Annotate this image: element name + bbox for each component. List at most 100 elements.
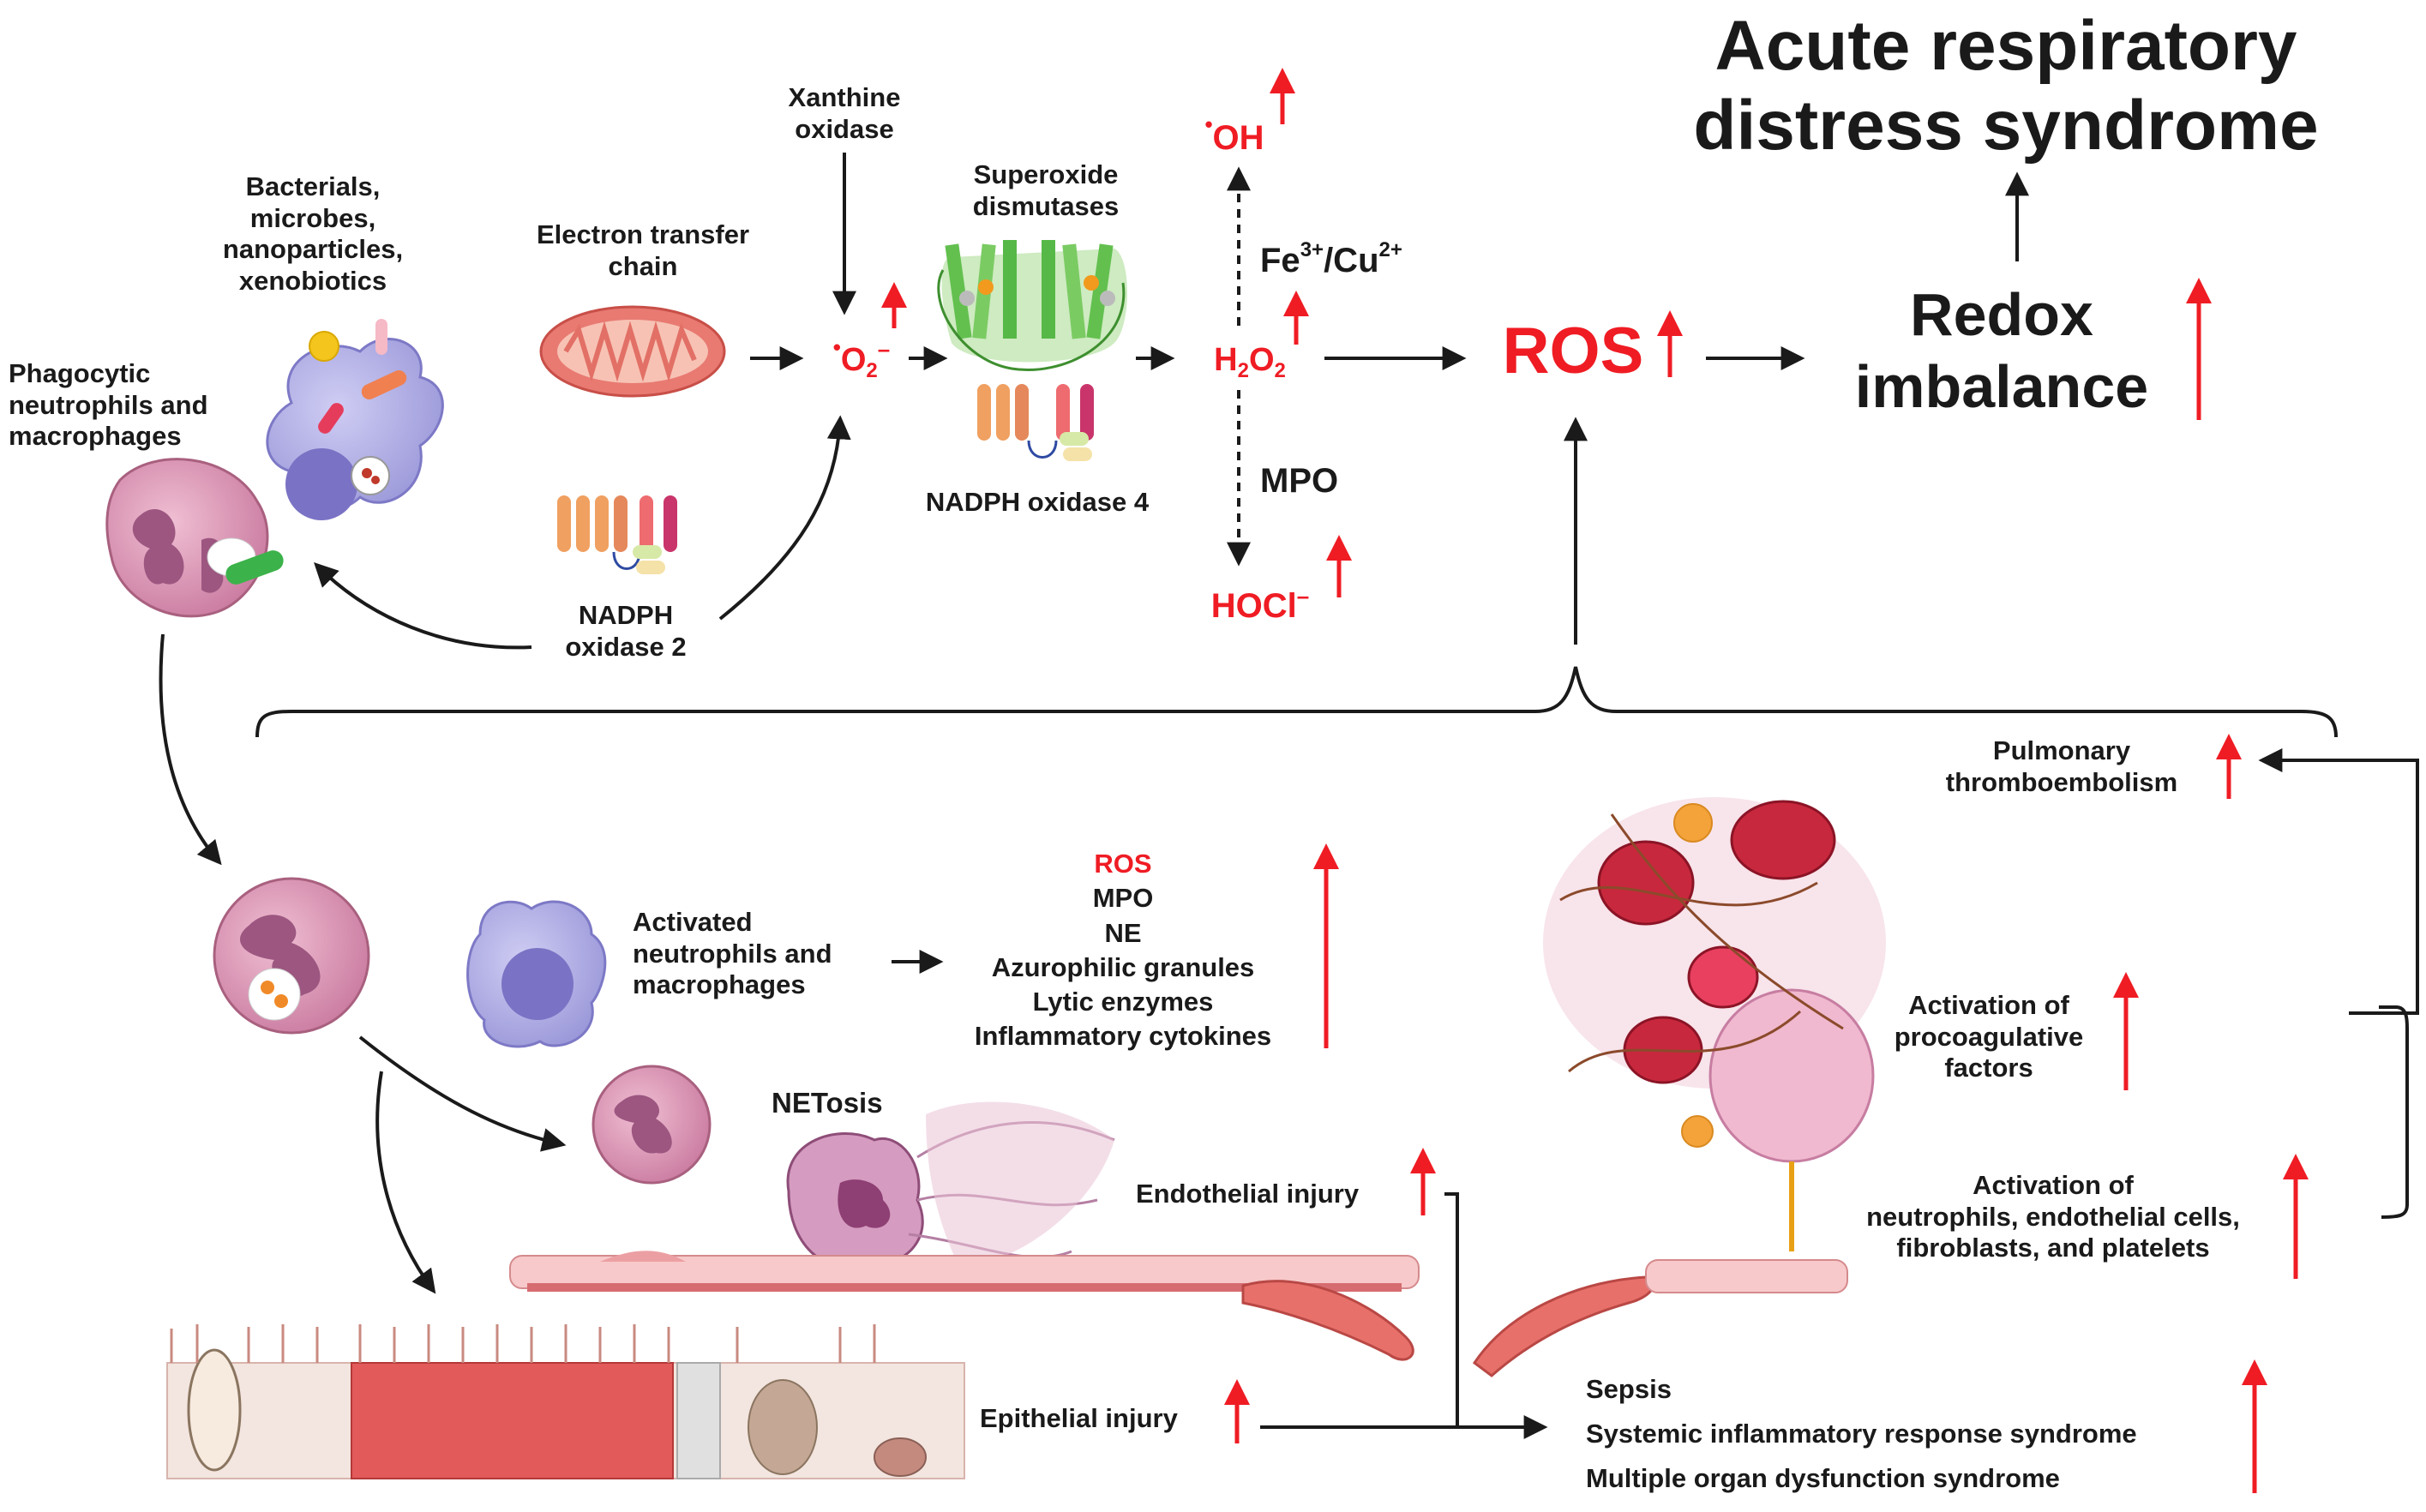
outcome-sepsis: Sepsis	[1586, 1374, 1672, 1404]
hocl-text: HOCl	[1210, 587, 1297, 625]
neutrophil-cell	[213, 877, 370, 1035]
epithelium	[166, 1324, 965, 1479]
superoxide-sup: –	[877, 336, 891, 362]
netosis-label: NETosis	[772, 1087, 883, 1119]
bacteria-line2: microbes,	[249, 202, 376, 233]
h2o2-sub2: 2	[1274, 359, 1286, 382]
arrow-nox2-to-phagocytes	[314, 562, 532, 650]
curly-brace	[255, 666, 2338, 738]
h2o2-o: O	[1248, 342, 1275, 378]
outcome-mods: Multiple organ dysfunction syndrome	[1586, 1463, 2060, 1494]
procoag-line3: factors	[1944, 1053, 2033, 1083]
netosis-cell	[786, 1101, 1115, 1269]
product-cytokines: Inflammatory cytokines	[974, 1021, 1272, 1052]
activated-line1: Activated	[633, 907, 753, 937]
superoxide-label: •O2–	[810, 334, 913, 383]
phagocyte-neutrophil	[105, 458, 284, 618]
sod-line1: Superoxide	[973, 159, 1119, 189]
superoxide-sub: 2	[866, 359, 878, 382]
metals-fe: Fe	[1260, 242, 1300, 279]
endothelial-injury-label: Endothelial injury	[1136, 1179, 1360, 1209]
nox2-line1: NADPH	[578, 600, 674, 630]
redox-label: Redox imbalance	[1817, 279, 2186, 423]
phagocyte-macrophage	[266, 319, 444, 520]
arrow-endothelial-to-outcomes	[1444, 1192, 1459, 1427]
redox-line1: Redox	[1910, 281, 2093, 348]
xanthine-line2: oxidase	[795, 113, 894, 144]
nox4-protein	[977, 384, 1094, 461]
h2o2-h: H	[1214, 342, 1238, 378]
metals-sup2: 2+	[1378, 238, 1402, 261]
nox2-label: NADPH oxidase 2	[531, 600, 720, 663]
superoxide-o: O	[840, 342, 867, 378]
ards-title-line1: Acute respiratory	[1714, 7, 2297, 85]
arrow-activation-to-pte	[2258, 748, 2419, 1015]
mpo-label: MPO	[1260, 462, 1339, 500]
hocl-label: HOCl–	[1187, 583, 1333, 627]
activation-line2: neutrophils, endothelial cells,	[1866, 1201, 2240, 1232]
metals-label: Fe3+/Cu2+	[1260, 238, 1432, 281]
hocl-sup: –	[1296, 583, 1310, 609]
ards-title: Acute respiratory distress syndrome	[1654, 7, 2357, 165]
endothelium	[509, 1251, 1848, 1377]
phagocytic-line1: Phagocytic	[9, 358, 151, 388]
bacteria-label: Bacterials, microbes, nanoparticles, xen…	[163, 171, 463, 297]
bacteria-line4: xenobiotics	[238, 265, 387, 296]
right-bracket	[2379, 1005, 2409, 1219]
pte-line1: Pulmonary	[1992, 735, 2131, 765]
etc-line2: chain	[608, 250, 678, 281]
procoag-label: Activation of procoagulative factors	[1856, 990, 2122, 1084]
product-azurophilic: Azurophilic granules	[991, 951, 1255, 982]
bacteria-line1: Bacterials,	[245, 171, 381, 201]
sod-line2: dismutases	[972, 190, 1120, 221]
hydroxyl-text: OH	[1212, 119, 1264, 157]
phagocytic-line2: neutrophils and	[9, 389, 208, 420]
thrombus	[1543, 797, 1886, 1251]
metals-sup1: 3+	[1300, 238, 1324, 261]
activation-label: Activation of neutrophils, endothelial c…	[1826, 1170, 2280, 1264]
etc-label: Electron transfer chain	[506, 219, 780, 282]
activated-macrophage	[466, 900, 607, 1048]
pte-line2: thromboembolism	[1945, 766, 2178, 797]
product-ne: NE	[1104, 917, 1142, 948]
h2o2-label: H2O2	[1198, 341, 1301, 383]
products-list: ROS MPO NE Azurophilic granules Lytic en…	[934, 847, 1312, 1054]
arrow-neutrophil-to-epithelium	[375, 1071, 436, 1294]
procoag-line2: procoagulative	[1894, 1021, 2084, 1052]
netosis-neutrophil	[591, 1065, 712, 1185]
arrow-nox2-to-o2	[718, 415, 851, 621]
bacteria-line3: nanoparticles,	[222, 234, 404, 265]
nox2-line2: oxidase 2	[565, 631, 687, 662]
xanthine-line1: Xanthine	[788, 82, 901, 112]
ros-main-label: ROS	[1502, 315, 1644, 387]
arrow-neutrophil-to-netosis	[358, 1035, 567, 1152]
activated-line3: macrophages	[633, 969, 806, 1000]
nox4-label: NADPH oxidase 4	[925, 487, 1150, 517]
activation-line1: Activation of	[1973, 1170, 2134, 1200]
xanthine-label: Xanthine oxidase	[754, 82, 934, 145]
product-lytic: Lytic enzymes	[1032, 987, 1214, 1017]
superoxide-dismutase-protein	[937, 240, 1127, 371]
epithelial-injury-label: Epithelial injury	[980, 1403, 1178, 1433]
metals-cu: /Cu	[1324, 242, 1379, 279]
nox2-protein	[557, 495, 677, 574]
superoxide-dot: •	[832, 334, 841, 360]
h2o2-sub1: 2	[1237, 359, 1249, 382]
mitochondrion	[539, 305, 726, 398]
pte-label: Pulmonary thromboembolism	[1907, 735, 2216, 798]
redox-line2: imbalance	[1854, 353, 2149, 420]
phagocytic-line3: macrophages	[9, 421, 182, 452]
product-mpo: MPO	[1092, 883, 1154, 914]
activated-line2: neutrophils and	[633, 938, 832, 969]
hydroxyl-label: •OH	[1187, 111, 1282, 159]
ards-title-line2: distress syndrome	[1693, 86, 2319, 165]
activation-line3: fibroblasts, and platelets	[1896, 1233, 2210, 1263]
outcomes-list: Sepsis Systemic inflammatory response sy…	[1586, 1367, 2237, 1501]
product-ros: ROS	[1094, 849, 1152, 879]
hydroxyl-dot: •	[1204, 111, 1213, 137]
phagocytic-label: Phagocytic neutrophils and macrophages	[9, 358, 257, 453]
sod-label: Superoxide dismutases	[934, 159, 1157, 222]
outcome-sirs: Systemic inflammatory response syndrome	[1586, 1419, 2137, 1449]
